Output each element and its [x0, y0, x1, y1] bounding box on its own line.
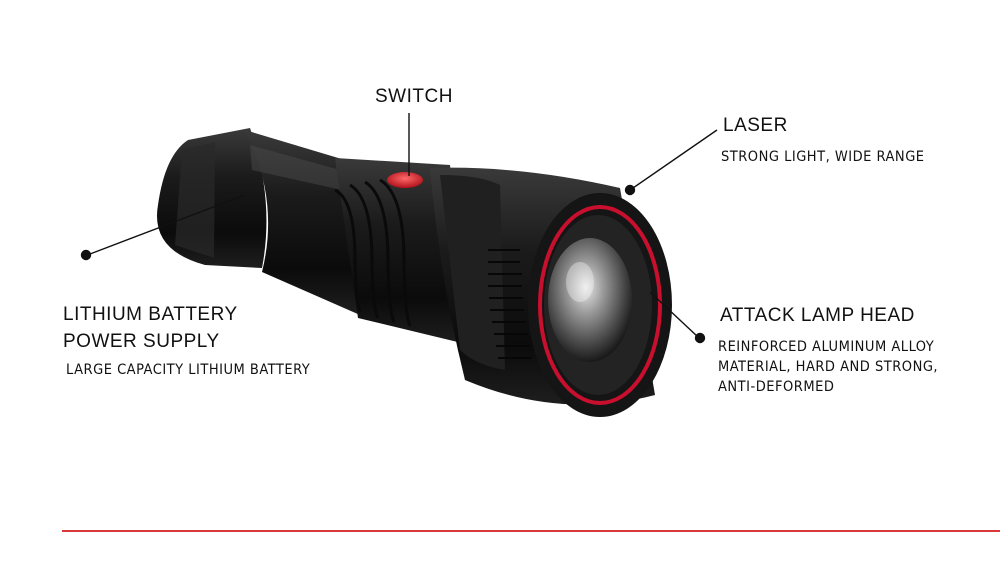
- lamp-head-description-line1: REINFORCED ALUMINUM ALLOY: [718, 339, 935, 355]
- tail-cap: [156, 128, 267, 268]
- lamp-head-callout-description: REINFORCED ALUMINUM ALLOY MATERIAL, HARD…: [718, 337, 938, 397]
- lens-icon: [548, 238, 632, 362]
- callout-lines: [80, 113, 718, 344]
- lamp-head-callout-title: ATTACK LAMP HEAD: [720, 305, 915, 326]
- knurled-ring: [488, 249, 532, 359]
- switch-callout-title: SWITCH: [375, 86, 453, 107]
- battery-callout-description: LARGE CAPACITY LITHIUM BATTERY: [66, 362, 311, 378]
- battery-callout-title: LITHIUM BATTERY POWER SUPPLY: [63, 301, 238, 355]
- lamp-head-description-line2: MATERIAL, HARD AND STRONG,: [718, 359, 939, 375]
- battery-tube: [245, 130, 360, 315]
- battery-callout-title-line2: POWER SUPPLY: [63, 331, 220, 352]
- grip-fins: [334, 178, 412, 327]
- lamp-head-description-line3: ANTI-DEFORMED: [718, 379, 835, 395]
- bezel: [528, 193, 672, 417]
- laser-callout-description: STRONG LIGHT, WIDE RANGE: [721, 149, 925, 165]
- footer-divider: [62, 530, 1000, 532]
- battery-callout-title-line1: LITHIUM BATTERY: [63, 304, 238, 325]
- switch-button-icon: [387, 172, 423, 188]
- laser-callout-title: LASER: [723, 115, 788, 136]
